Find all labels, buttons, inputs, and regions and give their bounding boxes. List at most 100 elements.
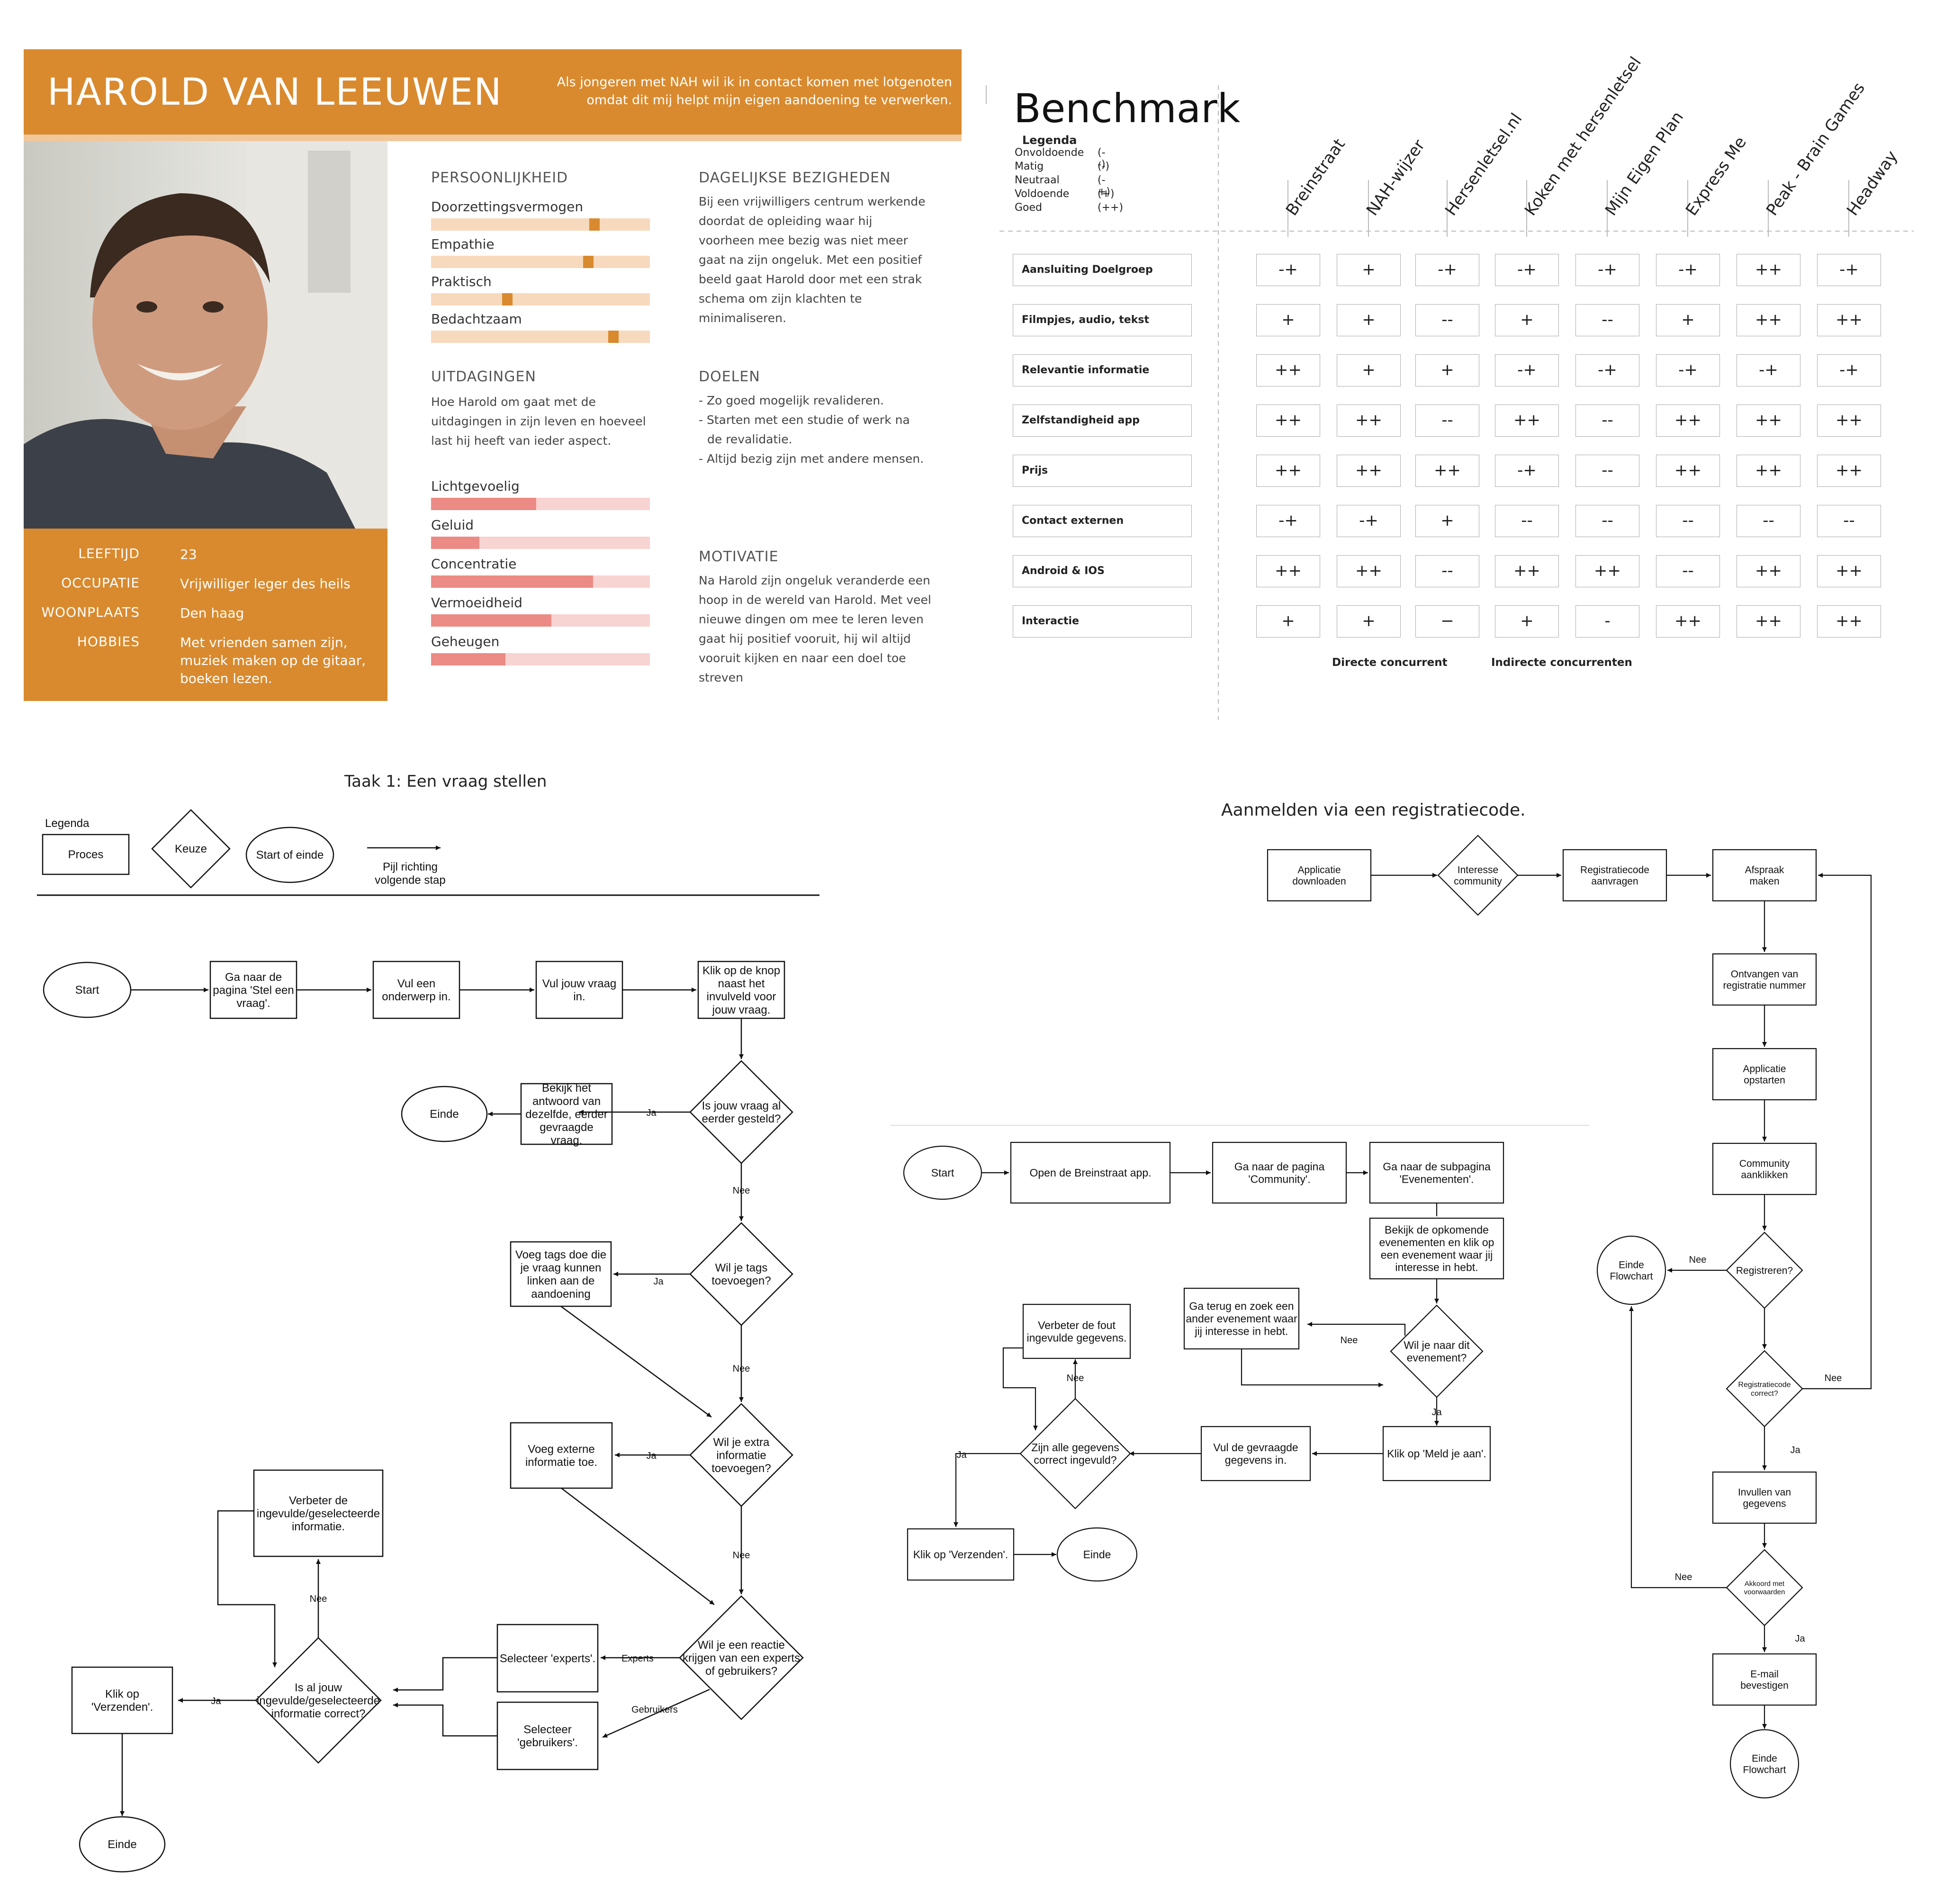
benchmark-cell: ++: [1337, 404, 1401, 437]
flow-shape-label: linken aan de: [527, 1275, 595, 1287]
flow-shape-label: informatie.: [292, 1520, 345, 1533]
flow-shape-label: Selecteer 'experts'.: [500, 1652, 596, 1665]
benchmark-cell: +: [1415, 354, 1479, 386]
benchmark-cell: -+: [1656, 354, 1720, 386]
trait-label: Praktisch: [431, 274, 492, 289]
legend-label: Onvoldoende: [1015, 147, 1084, 159]
section-title-uitdagingen: UITDAGINGEN: [431, 368, 536, 385]
benchmark-cell: -+: [1495, 455, 1559, 487]
benchmark-cell: ++: [1817, 404, 1881, 437]
flow-shape-label: aanklikken: [1741, 1169, 1788, 1180]
flow-shape-label: 'gebruikers'.: [517, 1736, 578, 1749]
benchmark-cell: +: [1337, 304, 1401, 336]
challenge-bar: [431, 653, 650, 665]
uitdagingen-text: Hoe Harold om gaat met de uitdagingen in…: [431, 395, 646, 448]
flow-shape-label: opstarten: [1744, 1075, 1785, 1086]
flow-shape-label: correct ingevuld?: [1034, 1454, 1116, 1466]
flow-shape-label: Applicatie: [1297, 864, 1341, 875]
flow3-label-ja: Ja: [1790, 1445, 1800, 1455]
flow1-step-verbeter: [253, 1469, 384, 1557]
info-value-occupatie: Vrijwilliger leger des heils: [180, 576, 351, 592]
flow-shape-label: Community: [1739, 1158, 1790, 1169]
flow-shape-label: Is jouw vraag al: [702, 1100, 781, 1113]
flow1-label-ja: Ja: [646, 1108, 657, 1118]
benchmark-cell: -+: [1817, 354, 1881, 386]
benchmark-cell: -+: [1575, 354, 1639, 386]
benchmark-cell: +: [1256, 304, 1320, 336]
doelen-list: - Zo goed mogelijk revalideren. - Starte…: [699, 391, 940, 468]
persona-name: HAROLD VAN LEEUWEN: [47, 71, 503, 114]
flow-shape-label: community: [1454, 876, 1502, 887]
flow-shape-label: Zijn alle gegevens: [1031, 1441, 1119, 1454]
flow-shape-label: 'Verzenden'.: [91, 1701, 153, 1714]
flow1-label-nee: Nee: [733, 1186, 750, 1196]
flow-shape-label: pagina 'Stel een: [213, 984, 294, 997]
challenge-item: Geluid: [431, 517, 650, 549]
flow-shape-label: correct?: [1751, 1390, 1778, 1398]
trait-label: Doorzettingsvermogen: [431, 199, 584, 215]
legend-symbol: (--): [1098, 147, 1106, 171]
benchmark-cell: ++: [1656, 605, 1720, 638]
legend-label: Matig: [1015, 161, 1044, 172]
doelen-item: - Zo goed mogelijk revalideren.: [699, 394, 884, 407]
benchmark-cell: -+: [1415, 254, 1479, 286]
person-avatar-icon: [24, 141, 387, 529]
benchmark-foot-indirect: Indirecte concurrenten: [1491, 656, 1632, 669]
benchmark-cell: ++: [1337, 455, 1401, 487]
trait-marker: [608, 331, 619, 343]
benchmark-cell: -+: [1817, 254, 1881, 286]
flow1-label-gebruikers: Gebruikers: [631, 1705, 678, 1715]
flow-shape-label: voorwaarden: [1744, 1588, 1785, 1596]
benchmark-cell: +: [1495, 304, 1559, 336]
benchmark-cell: --: [1575, 404, 1639, 437]
flow2-start-label: Start: [931, 1167, 954, 1179]
flow-shape-label: vraag.: [551, 1134, 583, 1147]
flow-shape-label: Selecteer: [523, 1724, 571, 1736]
flow-shape-label: ingevulde/geselecteerde: [257, 1694, 380, 1707]
flow-shape-label: informatie toe.: [525, 1456, 597, 1469]
flow-shape-label: evenementen en klik op: [1379, 1236, 1494, 1248]
benchmark-cell: −: [1415, 605, 1479, 638]
flow-shape-label: 'Evenementen'.: [1399, 1173, 1474, 1185]
flow1-einde-1-label: Einde: [430, 1108, 459, 1121]
flow-shape-label: een evenement waar jij: [1381, 1248, 1493, 1261]
challenge-bar: [431, 614, 650, 627]
flow1-label-ja: Ja: [211, 1696, 221, 1706]
personality-trait: Bedachtzaam: [431, 311, 650, 343]
flow-shape-label: Einde: [1752, 1753, 1777, 1764]
benchmark-cell: ++: [1737, 304, 1800, 336]
benchmark-cell: ++: [1737, 254, 1800, 286]
flow-shape-label: vraag'.: [236, 997, 270, 1010]
flow3-label-nee: Nee: [1689, 1255, 1707, 1265]
flow1-legend-start: Start of einde: [256, 849, 324, 862]
challenge-bar: [431, 537, 650, 549]
challenge-fill: [431, 575, 593, 588]
flow2-label-nee: Nee: [1067, 1373, 1084, 1383]
benchmark-cell: --: [1656, 555, 1720, 587]
benchmark-cell: ++: [1495, 404, 1559, 437]
legend-symbol: (+): [1098, 188, 1115, 200]
flow-shape-label: informatie: [716, 1449, 766, 1462]
flow1-legend-title: Legenda: [45, 817, 90, 830]
challenge-fill: [431, 653, 505, 665]
flow-shape-label: je vraag kunnen: [520, 1262, 602, 1275]
flow-shape-label: Voeg externe: [528, 1443, 594, 1456]
flow-shape-label: Invullen van: [1738, 1487, 1791, 1498]
benchmark-cell: ++: [1817, 455, 1881, 487]
flow-shape-label: 'Community'.: [1248, 1173, 1310, 1185]
benchmark-row-label: Aansluiting Doelgroep: [1013, 254, 1192, 286]
challenge-label: Geheugen: [431, 634, 500, 649]
benchmark-cell: --: [1415, 555, 1479, 587]
flow-shape-label: Vul een: [397, 978, 436, 990]
flow1-einde-2-label: Einde: [108, 1838, 136, 1851]
benchmark-cell: --: [1495, 505, 1559, 537]
flow-shape-label: Verbeter de fout: [1038, 1319, 1116, 1331]
trait-marker: [502, 293, 513, 305]
info-label-occupatie: OCCUPATIE: [61, 575, 140, 591]
flow-shape-label: bevestigen: [1740, 1680, 1789, 1691]
motivatie-text: Na Harold zijn ongeluk veranderde een ho…: [699, 574, 931, 684]
benchmark-cell: --: [1415, 404, 1479, 437]
personality-trait: Doorzettingsvermogen: [431, 199, 650, 231]
benchmark-cell: ++: [1575, 555, 1639, 587]
flow-shape-label: aandoening: [531, 1288, 590, 1301]
